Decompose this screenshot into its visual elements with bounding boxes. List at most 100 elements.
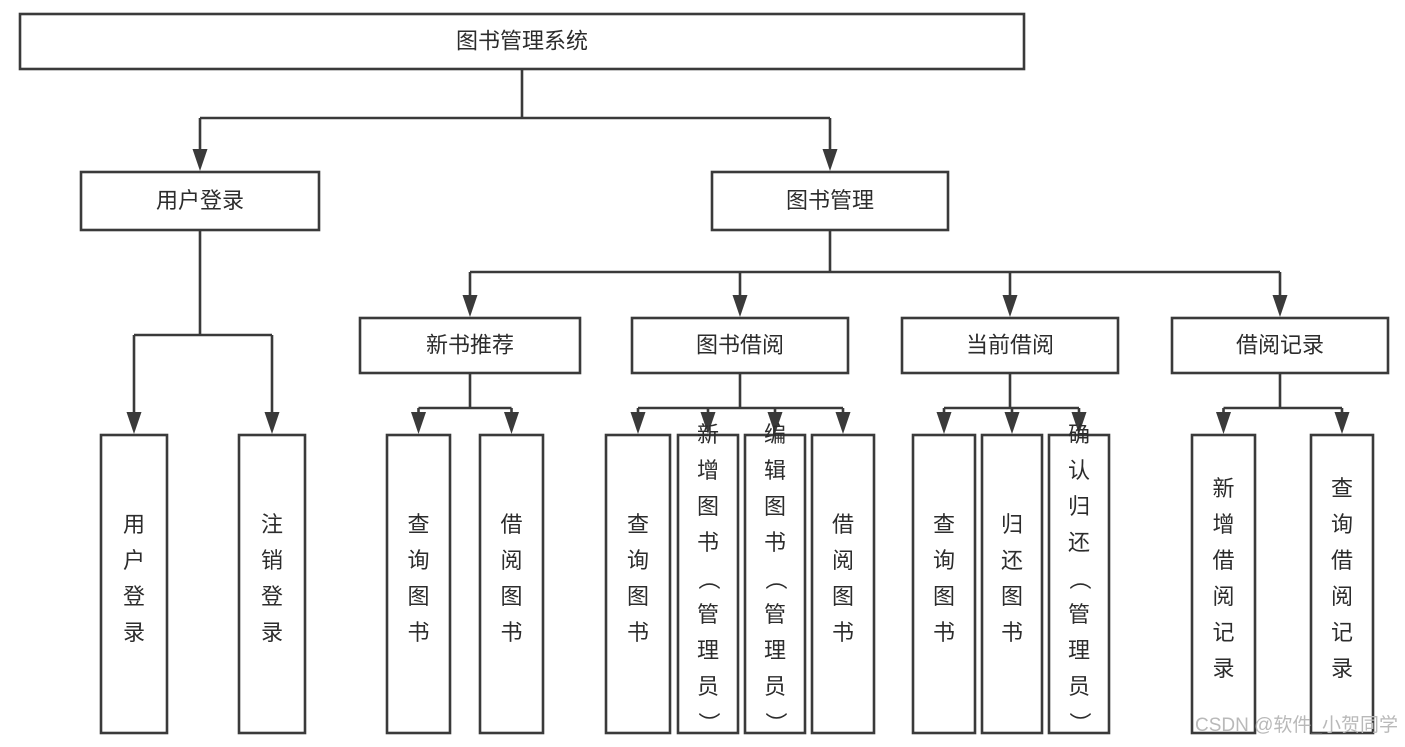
node-box[interactable] <box>810 433 876 735</box>
node-box[interactable] <box>237 433 307 735</box>
node-label-char: 图 <box>407 584 429 609</box>
node-label-char: 员 <box>764 674 786 699</box>
node-label-char: 查 <box>933 512 955 537</box>
node-label-char: 图 <box>697 494 719 519</box>
node-label-char: 书 <box>697 530 719 555</box>
arrow-head-icon <box>1004 412 1020 434</box>
node-box[interactable] <box>900 316 1120 375</box>
node-label-char: 图 <box>764 494 786 519</box>
node-box[interactable] <box>676 433 740 735</box>
node-box[interactable] <box>710 170 950 232</box>
edge-group-newbook <box>411 373 519 434</box>
node-login[interactable]: 用户登录 <box>79 170 321 232</box>
node-box[interactable] <box>911 433 977 735</box>
node-label-char: 借 <box>1331 548 1353 573</box>
node-box[interactable] <box>1170 316 1390 375</box>
node-box[interactable] <box>743 433 807 735</box>
node-label-char: 归 <box>1068 494 1090 519</box>
arrow-head-icon <box>126 412 142 434</box>
node-newbook[interactable]: 新书推荐 <box>358 316 582 375</box>
node-label-char: 录 <box>1331 656 1353 681</box>
node-current[interactable]: 当前借阅 <box>900 316 1120 375</box>
node-label-char: 登 <box>123 584 145 609</box>
node-box[interactable] <box>79 170 321 232</box>
node-label-char: ） <box>1067 712 1092 734</box>
node-label-char: 户 <box>123 548 145 573</box>
node-label-char: （ <box>696 568 721 590</box>
node-label: 借阅记录 <box>1236 332 1324 357</box>
node-label-char: 确 <box>1068 422 1090 447</box>
edge-group-root <box>192 69 838 171</box>
node-label-char: 新 <box>697 422 719 447</box>
node-label-char: （ <box>1067 568 1092 590</box>
node-label-char: 询 <box>407 548 429 573</box>
node-label-char: 查 <box>407 512 429 537</box>
node-label-char: 认 <box>1068 458 1090 483</box>
node-label-char: 管 <box>697 602 719 627</box>
arrow-head-icon <box>732 295 748 317</box>
node-label-char: 图 <box>500 584 522 609</box>
node-label-char: 图 <box>1001 584 1023 609</box>
node-borrow[interactable]: 图书借阅 <box>630 316 850 375</box>
node-label-char: 还 <box>1068 530 1090 555</box>
node-label-char: 询 <box>1331 512 1353 537</box>
node-box[interactable] <box>1190 433 1257 735</box>
node-label-char: 管 <box>1068 602 1090 627</box>
node-records[interactable]: 借阅记录 <box>1170 316 1390 375</box>
node-box[interactable] <box>478 433 545 735</box>
node-label-char: 理 <box>764 638 786 663</box>
node-label-char: 图 <box>832 584 854 609</box>
node-label-char: 阅 <box>832 548 854 573</box>
node-label-char: 用 <box>123 512 145 537</box>
node-box[interactable] <box>385 433 452 735</box>
node-label-char: 书 <box>1001 620 1023 645</box>
node-label-char: 借 <box>500 512 522 537</box>
node-box[interactable] <box>604 433 672 735</box>
node-leaf-user-login[interactable]: 用户登录 <box>99 433 169 735</box>
node-label-char: 登 <box>261 584 283 609</box>
arrow-head-icon <box>822 149 838 171</box>
arrow-head-icon <box>1272 295 1288 317</box>
csdn-watermark: CSDN @软件_小贺同学 <box>1195 714 1398 736</box>
node-bookmgmt[interactable]: 图书管理 <box>710 170 950 232</box>
node-root[interactable]: 图书管理系统 <box>18 12 1026 71</box>
node-box[interactable] <box>99 433 169 735</box>
node-box[interactable] <box>18 12 1026 71</box>
node-box[interactable] <box>1047 433 1111 735</box>
edge-group-current <box>936 373 1087 434</box>
node-label-char: 书 <box>764 530 786 555</box>
node-label-char: 员 <box>697 674 719 699</box>
node-box[interactable] <box>358 316 582 375</box>
node-box[interactable] <box>1309 433 1375 735</box>
node-box[interactable] <box>980 433 1044 735</box>
edge-group-records <box>1216 373 1350 434</box>
node-label-char: 询 <box>933 548 955 573</box>
node-label-char: 书 <box>933 620 955 645</box>
node-label-char: 理 <box>697 638 719 663</box>
node-label-char: 管 <box>764 602 786 627</box>
node-label-char: 记 <box>1212 620 1234 645</box>
edge-group-bookmgmt <box>462 230 1288 317</box>
arrow-head-icon <box>462 295 478 317</box>
node-box[interactable] <box>630 316 850 375</box>
arrow-head-icon <box>504 412 519 434</box>
node-label-char: 书 <box>407 620 429 645</box>
node-layer: 图书管理系统用户登录图书管理新书推荐图书借阅当前借阅借阅记录用户登录注销登录查询… <box>18 12 1390 735</box>
node-label-char: 录 <box>123 620 145 645</box>
node-label-char: 查 <box>627 512 649 537</box>
node-label-char: 借 <box>832 512 854 537</box>
arrow-head-icon <box>264 412 280 434</box>
